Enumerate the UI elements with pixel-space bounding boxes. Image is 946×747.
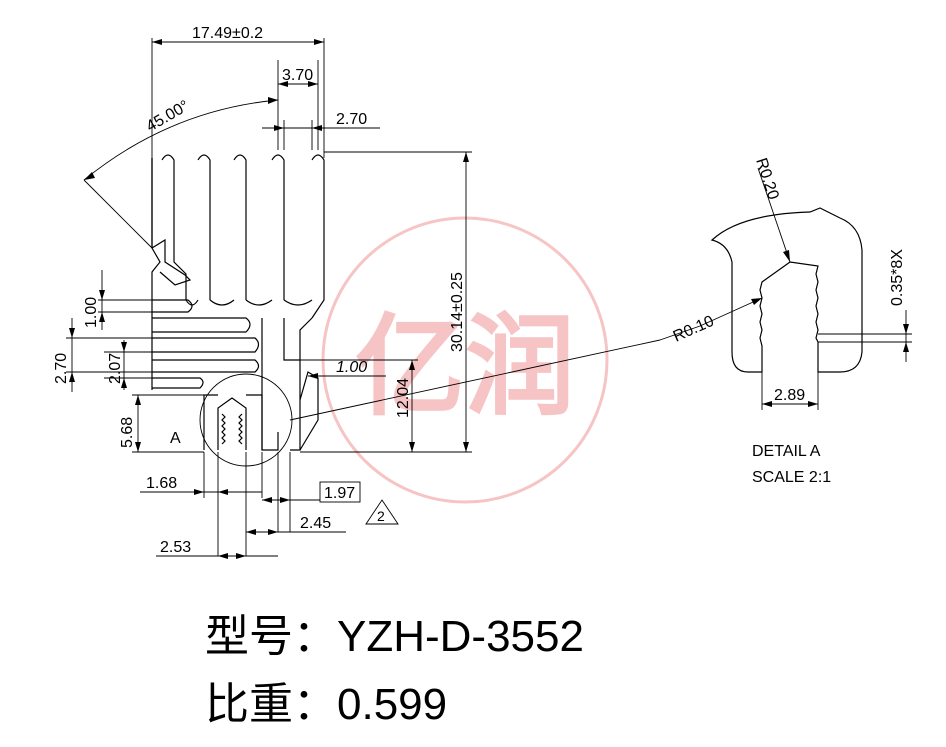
weight-value: 0.599 <box>337 680 448 729</box>
dim-fin-pitch: 3.70 <box>282 67 313 84</box>
detail-tooth: 0.35*8X <box>889 249 906 306</box>
profile-left-fin <box>151 158 192 286</box>
detail-r010: R0.10 <box>671 313 717 346</box>
dim-left-1: 1.00 <box>83 297 100 328</box>
profile-left-wall <box>151 158 161 390</box>
revision-triangle <box>365 499 399 525</box>
revision-mark: 2 <box>377 508 385 524</box>
model-label: 型号： <box>205 611 337 662</box>
model-line: 型号：YZH-D-3552 <box>205 600 584 664</box>
detail-outline <box>710 207 863 373</box>
side-fins <box>152 299 260 389</box>
dim-height-1204: 12.04 <box>395 378 412 418</box>
dim-box-197 <box>319 481 361 503</box>
watermark: 亿润 <box>321 216 609 504</box>
detail-a-label: A <box>170 430 181 447</box>
detail-a-view: R0.20 R0.10 0.35*8X 2.89 DETAIL A SCALE … <box>659 156 912 486</box>
detail-width: 2.89 <box>774 387 805 404</box>
dim-slot: 1.00 <box>336 359 367 376</box>
detail-r020: R0.20 <box>752 156 781 202</box>
model-value: YZH-D-3552 <box>337 612 584 661</box>
dim-bottom-245: 2.45 <box>300 515 331 532</box>
detail-scale: SCALE 2:1 <box>752 469 831 486</box>
dim-overall-width: 17.49±0.2 <box>192 25 263 42</box>
dim-angle: 45.00° <box>144 98 193 136</box>
weight-label: 比重： <box>205 679 337 730</box>
main-dimensions: 17.49±0.2 3.70 2.70 45.00° 30.14±0.25 <box>53 25 661 559</box>
dim-height: 30.14±0.25 <box>449 272 466 352</box>
detail-title: DETAIL A <box>752 443 821 460</box>
technical-drawing: 亿润 A <box>53 25 912 559</box>
dim-left-270: 2.70 <box>53 353 70 384</box>
dim-left-568: 5.68 <box>119 417 136 448</box>
dim-bottom-253: 2.53 <box>160 539 191 556</box>
profile-right-wall <box>290 360 319 451</box>
watermark-text: 亿润 <box>355 303 575 431</box>
heatsink-profile: A <box>151 154 325 467</box>
dim-fin-width: 2.70 <box>336 111 367 128</box>
dim-bottom-168: 1.68 <box>146 475 177 492</box>
dim-left-207: 2.07 <box>107 353 124 384</box>
weight-line: 比重：0.599 <box>205 668 447 732</box>
dim-bottom-197: 1.97 <box>324 485 355 502</box>
fins <box>161 154 325 319</box>
profile-bottom-slot <box>217 397 247 450</box>
